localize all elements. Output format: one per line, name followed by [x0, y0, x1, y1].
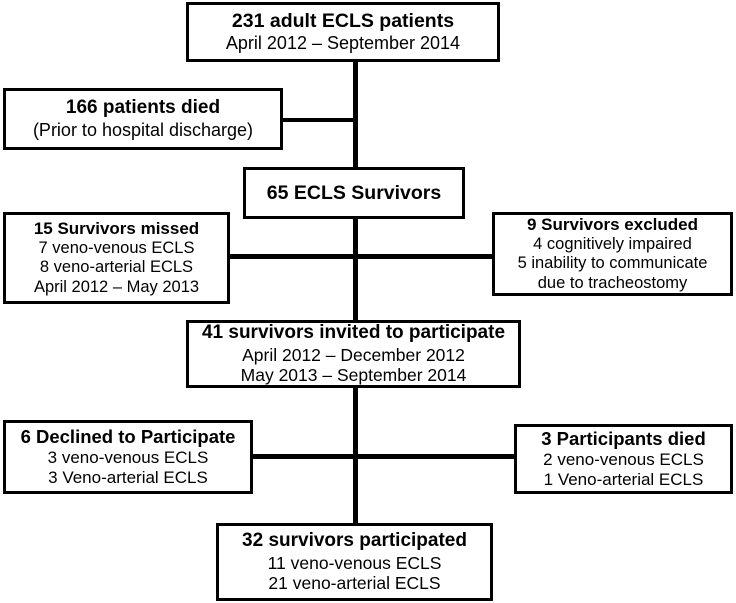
node-survivors-missed-line-2: 8 veno-arterial ECLS [39, 258, 194, 277]
node-survivors-participated-title: 32 survivors participated [242, 530, 467, 552]
node-total-patients: 231 adult ECLS patients April 2012 – Sep… [186, 2, 500, 62]
node-declined-participate: 6 Declined to Participate 3 veno-venous … [3, 420, 253, 494]
connector-missed-to-excluded [228, 254, 496, 259]
node-survivors-missed-title: 15 Survivors missed [33, 218, 200, 238]
node-declined-participate-title: 6 Declined to Participate [20, 426, 236, 448]
node-patients-died-title: 166 patients died [65, 97, 221, 119]
connector-declined-to-participants-died [251, 454, 517, 459]
node-patients-died-line-1: (Prior to hospital discharge) [32, 119, 254, 140]
node-survivors-missed: 15 Survivors missed 7 veno-venous ECLS 8… [3, 212, 230, 304]
node-survivors-excluded-line-2: 5 inability to communicate due to trache… [517, 254, 708, 292]
connector-total-to-survivors [353, 61, 358, 169]
node-declined-participate-line-1: 3 veno-venous ECLS [47, 447, 209, 467]
node-survivors-excluded: 9 Survivors excluded 4 cognitively impai… [492, 212, 733, 296]
node-participants-died-title: 3 Participants died [541, 428, 706, 450]
node-participants-died: 3 Participants died 2 veno-venous ECLS 1… [514, 424, 733, 494]
node-survivors-participated: 32 survivors participated 11 veno-venous… [216, 523, 493, 601]
node-patients-died: 166 patients died (Prior to hospital dis… [3, 88, 283, 150]
connector-survivors-to-invited [353, 217, 358, 323]
node-survivors-invited-title: 41 survivors invited to participate [201, 322, 506, 344]
node-total-patients-line-1: April 2012 – September 2014 [225, 32, 461, 53]
node-survivors-participated-line-1: 11 veno-venous ECLS [267, 552, 442, 573]
node-survivors-excluded-line-1: 4 cognitively impaired [533, 234, 692, 253]
node-ecls-survivors-title: 65 ECLS Survivors [266, 181, 442, 204]
node-survivors-invited-line-2: May 2013 – September 2014 [240, 365, 467, 386]
connector-trunk-to-died [280, 118, 358, 122]
node-survivors-missed-line-1: 7 veno-venous ECLS [38, 238, 195, 257]
node-participants-died-line-2: 1 Veno-arterial ECLS [543, 469, 704, 489]
node-survivors-missed-line-3: April 2012 – May 2013 [33, 277, 200, 296]
node-total-patients-title: 231 adult ECLS patients [231, 9, 455, 32]
node-survivors-invited: 41 survivors invited to participate Apri… [186, 320, 521, 388]
node-ecls-survivors: 65 ECLS Survivors [243, 167, 465, 219]
node-declined-participate-line-2: 3 Veno-arterial ECLS [48, 467, 208, 487]
node-survivors-participated-line-2: 21 veno-arterial ECLS [268, 573, 441, 594]
node-participants-died-line-1: 2 veno-venous ECLS [543, 449, 704, 469]
node-survivors-excluded-title: 9 Survivors excluded [526, 214, 699, 234]
node-survivors-invited-line-1: April 2012 – December 2012 [242, 344, 465, 365]
